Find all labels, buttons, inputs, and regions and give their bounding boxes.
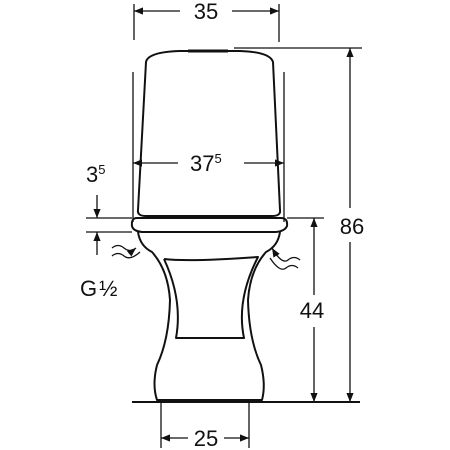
toilet-outline	[130, 50, 289, 401]
trap-curve	[163, 256, 259, 339]
dim-total-height-label: 86	[340, 214, 364, 239]
inlet-arrow-right	[269, 247, 301, 270]
dim-top-width-label: 35	[194, 0, 218, 24]
bowl	[137, 231, 281, 401]
dim-seat-gap-label: 35	[86, 162, 105, 187]
dim-base-width-label: 25	[194, 426, 218, 450]
dim-base-width	[160, 402, 250, 448]
dim-seat-gap	[86, 195, 132, 255]
dim-seat-height	[287, 217, 324, 402]
dim-inner-width-label: 375	[190, 151, 222, 176]
dim-inner-width	[132, 72, 285, 222]
cistern	[136, 50, 282, 217]
dim-total-height	[234, 47, 362, 402]
seat	[130, 217, 289, 233]
inlet-arrow-left	[111, 244, 141, 259]
thread-label: G½	[80, 276, 117, 301]
dim-top-width	[133, 4, 280, 42]
dim-seat-height-label: 44	[300, 298, 324, 323]
